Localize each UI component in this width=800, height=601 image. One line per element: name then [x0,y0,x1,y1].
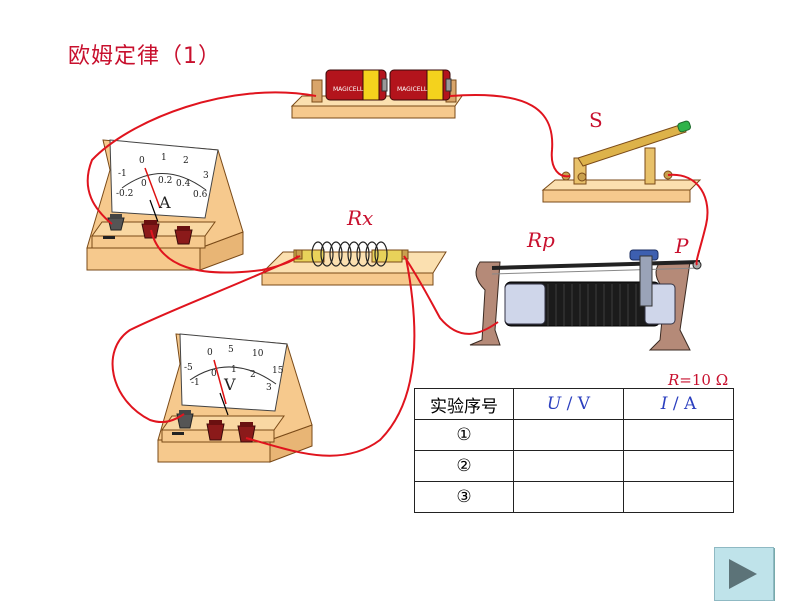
next-slide-button[interactable] [714,547,774,601]
ammeter-minus-sign [103,236,115,239]
ammeter-tick: 0 [141,179,147,189]
current-cell [623,419,734,451]
voltmeter-tick: 5 [228,345,234,355]
voltmeter-tick: -5 [184,363,193,373]
header-voltage-symbol: U [546,394,562,414]
resistor-label: Rx [347,206,374,230]
header-current: I / A [623,388,734,420]
battery-brand-label: MAGICELL [333,86,364,93]
voltage-cell [513,450,624,482]
header-voltage: U / V [513,388,624,420]
voltmeter-unit: V [223,375,236,394]
ammeter-terminal-pos1 [141,220,160,239]
rheostat-rp [469,249,702,351]
ammeter-tick: 1 [161,153,167,163]
voltmeter-tick: 3 [266,383,272,393]
voltmeter-minus-sign [172,432,184,435]
ammeter-unit: A [158,193,171,212]
rheostat-slider [629,249,659,307]
resistor-coil [311,241,388,267]
voltmeter-terminal-pos2 [237,422,256,443]
header-voltage-sep: / [561,394,578,414]
ammeter-tick: 0 [139,156,145,166]
table-header-row: 实验序号 U / V I / A [414,388,734,420]
table-row: ③ [414,481,734,513]
battery-brand-label: MAGICELL [397,86,428,93]
row-index: ③ [414,481,514,513]
voltmeter-tick: 0 [207,348,213,358]
header-voltage-unit: V [577,394,591,414]
ammeter-tick: -1 [118,169,127,179]
current-cell [623,450,734,482]
ammeter-tick: 0.4 [176,179,191,189]
play-triangle-icon [729,559,757,589]
header-current-unit: A [683,394,697,414]
ammeter-needle [144,167,161,209]
battery-cell-2: MAGICELL [389,69,452,101]
ammeter-tick: 2 [183,156,189,166]
resistance-symbol: R [668,371,680,389]
voltmeter-tick: 10 [252,349,264,359]
resistance-note: R=10 Ω [668,371,728,389]
ammeter: A -1 0 1 2 3 -0.2 0 0.2 0.4 0.6 [86,139,244,271]
header-index: 实验序号 [414,388,514,420]
table-row: ② [414,450,734,482]
row-index: ① [414,419,514,451]
table-row: ① [414,419,734,451]
knife-switch [541,120,702,203]
voltmeter-terminal-neg [176,410,194,429]
switch-handle [677,120,691,133]
voltmeter-tick: 1 [231,365,237,375]
voltmeter-tick: -1 [191,378,200,388]
header-current-sep: / [667,394,684,414]
battery-holder: MAGICELL MAGICELL [290,69,463,119]
header-current-symbol: I [660,394,668,414]
voltage-cell [513,419,624,451]
data-table: 实验序号 U / V I / A ① ② ③ [414,388,734,513]
voltage-cell [513,481,624,513]
resistance-value: =10 Ω [679,371,729,389]
voltmeter-tick: 2 [250,370,256,380]
voltmeter: V -5 0 5 10 15 -1 0 1 2 3 [157,333,313,463]
ammeter-tick: 3 [203,171,209,181]
voltmeter-terminal-pos1 [206,420,225,441]
ammeter-tick: 0.2 [158,176,172,186]
row-index: ② [414,450,514,482]
voltmeter-tick: 15 [272,366,284,376]
voltmeter-needle [213,359,227,405]
battery-cell-1: MAGICELL [325,69,388,101]
switch-label: S [589,108,603,132]
ammeter-tick: -0.2 [116,189,133,199]
page-title: 欧姆定律（1） [68,44,221,69]
resistor-rx [260,241,447,286]
ammeter-tick: 0.6 [193,190,208,200]
current-cell [623,481,734,513]
ammeter-terminal-pos2 [174,226,193,245]
slider-label: P [675,234,689,258]
rheostat-label: Rp [527,228,555,252]
voltmeter-tick: 0 [211,369,217,379]
circuit-wires [86,91,709,457]
